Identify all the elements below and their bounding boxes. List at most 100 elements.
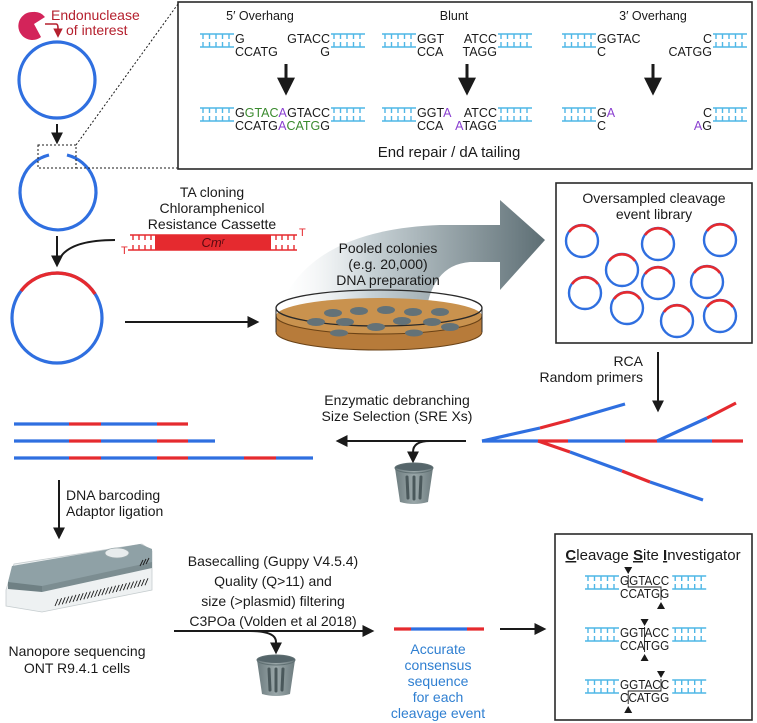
sequence-bottom: CCA xyxy=(417,45,444,59)
library-plasmid xyxy=(640,265,676,301)
cut-marker-top-icon xyxy=(640,619,649,626)
sequence-top: C xyxy=(703,32,712,46)
dna-duplex-icon xyxy=(331,33,365,48)
repaired-sequence-bottom: AG xyxy=(694,119,712,133)
library-plasmid xyxy=(604,252,640,288)
basecalling-line3: size (>plasmid) filtering xyxy=(201,593,345,609)
petri-dish xyxy=(275,289,483,351)
dna-duplex-icon xyxy=(672,627,707,642)
discard-arrow-2 xyxy=(249,630,282,655)
dna-duplex-icon xyxy=(562,33,596,48)
cut-marker-bottom-icon xyxy=(624,706,633,713)
zoom-box xyxy=(37,144,77,169)
resistance-cassette xyxy=(128,234,297,251)
dna-duplex-icon xyxy=(382,33,416,48)
dna-duplex-icon xyxy=(382,107,416,122)
cut-marker-bottom-icon xyxy=(640,654,649,661)
cassette-label: Cmʳ xyxy=(201,235,225,250)
insert-curve xyxy=(57,239,116,263)
rca-line1: RCA xyxy=(613,353,643,369)
dna-duplex-icon xyxy=(713,33,747,48)
library-plasmid xyxy=(689,264,725,300)
cleavage-site-line xyxy=(627,679,662,704)
sequence-bottom: CCATG xyxy=(235,45,278,59)
dna-duplex-icon xyxy=(713,107,747,122)
cut-marker-bottom-icon xyxy=(657,602,665,609)
cut-marker-top-icon xyxy=(624,567,633,574)
pooled-line3: DNA preparation xyxy=(336,272,440,288)
csi-bottom-strand: CCATGG xyxy=(620,587,669,601)
cut-marker-top-icon xyxy=(657,671,665,678)
dna-duplex-icon xyxy=(672,575,707,590)
cassette-overhang-right: T xyxy=(299,227,306,239)
csi-panel xyxy=(554,533,753,721)
barcoding-line2: Adaptor ligation xyxy=(66,503,163,519)
barcoding-line1: DNA barcoding xyxy=(66,487,160,503)
end-type-heading: Blunt xyxy=(440,9,469,23)
library-plasmid xyxy=(640,226,676,262)
end-repair-content: 5′ OverhangGCCATGGTACCGGGTACACCATGGTACCA… xyxy=(200,9,747,133)
linear-fragments xyxy=(14,422,313,460)
library-line2: event library xyxy=(616,206,692,222)
library-plasmid xyxy=(564,223,600,259)
end-type-heading: 5′ Overhang xyxy=(226,9,294,23)
dna-duplex-icon xyxy=(498,107,532,122)
dna-duplex-icon xyxy=(498,33,532,48)
end-type-heading: 3′ Overhang xyxy=(619,9,687,23)
trash-icon xyxy=(393,461,435,506)
zoom-line-top xyxy=(75,3,179,146)
csi-bottom-strand: CCATGG xyxy=(620,691,669,705)
library-plasmid xyxy=(609,290,645,326)
consensus-line4: for each xyxy=(413,689,464,705)
repaired-sequence-bottom: CCA xyxy=(417,119,444,133)
library-line1: Oversampled cleavage xyxy=(582,190,725,206)
sequence-top: GGTAC xyxy=(597,32,641,46)
sequence-bottom: C xyxy=(597,45,606,59)
endonuclease-icon xyxy=(18,11,45,40)
sequencing-line2: ONT R9.4.1 cells xyxy=(24,660,130,676)
trash-icon xyxy=(255,653,297,698)
library-plasmids xyxy=(564,222,738,339)
sequence-bottom: CATGG xyxy=(668,45,712,59)
repaired-sequence-top: C xyxy=(703,106,712,120)
library-panel xyxy=(555,182,753,344)
csi-top-strand: GGTACC xyxy=(620,678,669,692)
intact-plasmid xyxy=(17,40,97,120)
cleavage-site-line xyxy=(627,575,662,600)
debranch-line1: Enzymatic debranching xyxy=(324,392,470,408)
ta-cloning-line2: Chloramphenicol xyxy=(159,200,264,216)
dna-duplex-icon xyxy=(331,107,365,122)
ta-cloning-line1: TA cloning xyxy=(180,184,244,200)
rca-product xyxy=(481,401,743,502)
dna-duplex-icon xyxy=(672,679,707,694)
repaired-sequence-top: GGTA xyxy=(417,106,452,120)
repaired-sequence-bottom: ATAGG xyxy=(455,119,497,133)
basecalling-line2: Quality (Q>11) and xyxy=(214,573,332,589)
sequence-bottom: G xyxy=(320,45,330,59)
enzyme-label-line2: of interest xyxy=(66,22,128,38)
csi-top-strand: GGTACC xyxy=(620,574,669,588)
end-repair-title: End repair / dA tailing xyxy=(378,144,521,161)
dna-duplex-icon xyxy=(585,679,619,694)
repaired-sequence-top: GGTACA xyxy=(235,106,288,120)
sequence-top: GTACC xyxy=(287,32,330,46)
cut-plasmid xyxy=(18,153,98,232)
consensus-line2: consensus xyxy=(405,657,472,673)
library-plasmid xyxy=(567,275,603,311)
basecalling-line1: Basecalling (Guppy V4.5.4) xyxy=(188,553,358,569)
sequence-bottom: TAGG xyxy=(463,45,498,59)
discard-arrow-1 xyxy=(407,440,431,464)
basecalling-line4: C3POa (Volden et al 2018) xyxy=(189,613,356,629)
sequence-top: GGT xyxy=(417,32,444,46)
library-plasmid xyxy=(659,303,695,339)
dna-duplex-icon xyxy=(585,575,619,590)
repaired-sequence-bottom: C xyxy=(597,119,606,133)
repaired-sequence-top: GTACC xyxy=(287,106,330,120)
pooled-line2: (e.g. 20,000) xyxy=(348,256,427,272)
enzyme-label-line1: Endonuclease xyxy=(51,7,140,23)
consensus-line3: sequence xyxy=(408,673,469,689)
dna-duplex-icon xyxy=(200,33,234,48)
sequence-top: G xyxy=(235,32,245,46)
csi-title: Cleavage Site Investigator xyxy=(565,547,740,564)
